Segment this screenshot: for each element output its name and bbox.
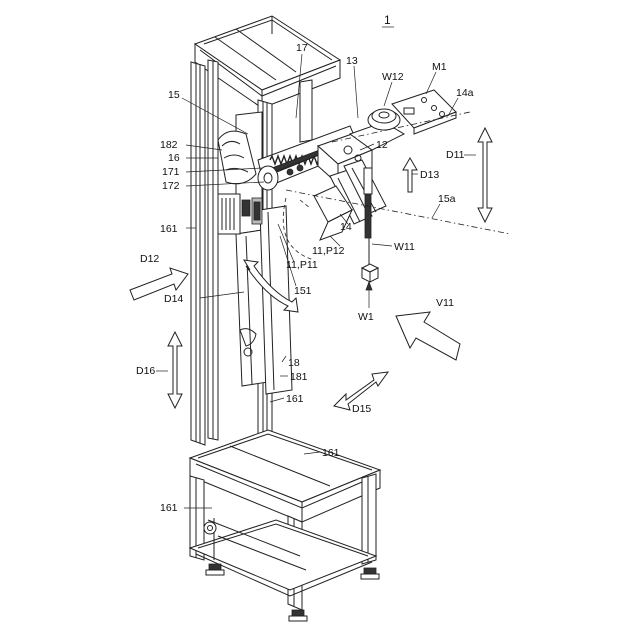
- label-171: 171: [162, 166, 180, 178]
- label-161-lower: 161: [160, 502, 178, 514]
- arrow-d11-icon: [478, 128, 492, 222]
- label-d12: D12: [140, 253, 159, 265]
- label-d11: D11: [446, 149, 465, 161]
- label-151: 151: [294, 285, 312, 297]
- label-161-base: 161: [322, 447, 340, 459]
- label-17: 17: [296, 42, 308, 54]
- label-12: 12: [376, 139, 388, 151]
- label-15a: 15a: [438, 193, 456, 205]
- label-d14: D14: [164, 293, 183, 305]
- label-11-p11: 11,P11: [286, 259, 318, 271]
- label-14a: 14a: [456, 87, 474, 99]
- label-v11: V11: [436, 297, 454, 309]
- label-181: 181: [290, 371, 308, 383]
- label-182: 182: [160, 139, 178, 151]
- label-m1: M1: [432, 61, 447, 73]
- label-161-upper: 161: [160, 223, 178, 235]
- label-w11: W11: [394, 241, 415, 253]
- label-w12: W12: [382, 71, 404, 83]
- label-16: 16: [168, 152, 180, 164]
- label-161-mid: 161: [286, 393, 304, 405]
- label-14: 14: [340, 221, 352, 233]
- label-18: 18: [288, 357, 300, 369]
- arrow-d13-icon: [403, 158, 417, 192]
- label-15: 15: [168, 89, 180, 101]
- arrow-d16-icon: [168, 332, 182, 408]
- figure-ref-number: 1: [384, 13, 391, 27]
- label-w1: W1: [358, 311, 374, 323]
- label-11-p12: 11,P12: [312, 245, 345, 257]
- label-d16: D16: [136, 365, 155, 377]
- label-172: 172: [162, 180, 180, 192]
- label-d13: D13: [420, 169, 439, 181]
- label-d15: D15: [352, 403, 371, 415]
- arrow-v11-icon: [396, 312, 460, 360]
- label-13: 13: [346, 55, 358, 67]
